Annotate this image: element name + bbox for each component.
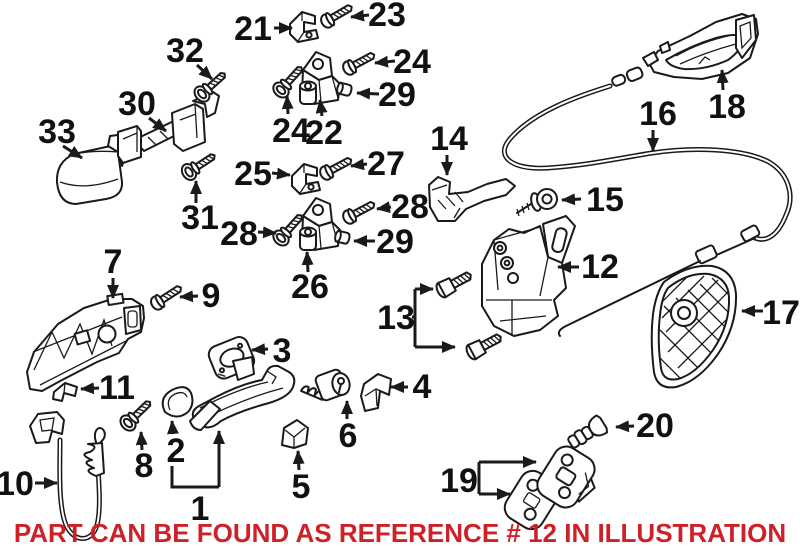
- part-label-15: 15: [586, 181, 624, 219]
- lock-rod: [557, 260, 701, 337]
- leader-arrow: [80, 382, 100, 395]
- leader-arrow: [62, 144, 83, 160]
- part-31-screw: [177, 147, 221, 184]
- part-4-cylinder-cap: [360, 373, 392, 412]
- leader-arrow: [374, 55, 396, 68]
- part-25-bracket: [291, 163, 321, 195]
- part-label-22: 22: [305, 114, 343, 152]
- part-label-7: 7: [104, 243, 123, 281]
- leader-arrow: [301, 251, 314, 273]
- part-label-4: 4: [413, 368, 432, 406]
- leader-arrow: [281, 95, 294, 115]
- part-17-seal-grille: [650, 264, 738, 389]
- leader-arrow: [315, 99, 328, 117]
- leader-arrow: [195, 63, 214, 81]
- part-28-screw-b: [339, 196, 379, 227]
- part-label-2: 2: [167, 432, 186, 470]
- part-label-24a: 24: [272, 112, 310, 150]
- part-label-28b: 28: [391, 188, 429, 226]
- part-label-25: 25: [234, 155, 272, 193]
- part-26-hinge: [299, 197, 341, 251]
- part-15-screw-grommet: [516, 188, 558, 217]
- part-21-bracket: [289, 11, 319, 43]
- part-label-17: 17: [762, 294, 800, 332]
- part-6-lock-cylinder: [300, 368, 351, 402]
- part-label-16: 16: [639, 95, 677, 133]
- part-label-3: 3: [273, 332, 292, 370]
- part-label-28a: 28: [220, 215, 258, 253]
- part-label-12: 12: [581, 248, 619, 286]
- part-27-screw: [316, 152, 356, 183]
- part-label-24b: 24: [393, 43, 431, 81]
- part-label-30: 30: [118, 85, 156, 123]
- part-label-8: 8: [135, 447, 154, 485]
- part-label-31: 31: [181, 199, 219, 237]
- part-label-29b: 29: [376, 223, 414, 261]
- leader-arrow: [167, 420, 179, 435]
- part-23-screw: [317, 0, 357, 31]
- part-20-striker-bolt: [567, 414, 608, 449]
- leader-arrow: [148, 116, 167, 133]
- leader-arrow: [251, 343, 269, 356]
- part-label-9: 9: [202, 277, 221, 315]
- leader-arrow: [350, 158, 368, 171]
- part-label-18: 18: [708, 88, 746, 126]
- part-18-interior-handle: [611, 13, 759, 87]
- leader-arrow: [179, 290, 199, 303]
- part-29-cap-a: [335, 81, 354, 98]
- leader-arrow: [615, 420, 635, 433]
- part-label-13: 13: [377, 299, 415, 337]
- leader-arrow: [257, 226, 277, 239]
- reference-caption: PART CAN BE FOUND AS REFERENCE # 12 IN I…: [14, 518, 786, 548]
- leader-arrow: [561, 193, 582, 206]
- leader-arrow: [356, 87, 380, 100]
- part-19-striker-plates: [503, 445, 596, 531]
- part-label-10: 10: [0, 465, 34, 503]
- leader-arrow: [350, 9, 370, 22]
- leader-arrow: [376, 201, 392, 214]
- part-label-26: 26: [291, 268, 329, 306]
- part-1-door-handle: [189, 356, 296, 431]
- part-5-cover: [281, 419, 309, 449]
- leader-arrow: [716, 69, 729, 91]
- part-label-11: 11: [99, 369, 135, 407]
- part-16-release-cable: [501, 83, 793, 265]
- part-14-bracket: [428, 176, 516, 222]
- part-label-27: 27: [367, 145, 405, 183]
- leader-arrows: [35, 9, 763, 500]
- part-label-33: 33: [38, 113, 76, 151]
- part-29-cap-b: [333, 229, 352, 246]
- part-label-19: 19: [440, 462, 478, 500]
- part-2-handle-cap: [161, 386, 194, 418]
- part-10-lock-cable: [29, 411, 106, 541]
- part-9-screw: [147, 280, 186, 313]
- leader-arrow: [135, 431, 148, 451]
- leader-arrow: [292, 450, 305, 471]
- part-7-handle-carrier: [26, 292, 145, 392]
- part-label-23: 23: [368, 0, 406, 34]
- part-13-bolt-b: [463, 328, 506, 363]
- part-label-29a: 29: [378, 76, 416, 114]
- bracket-line: [170, 466, 219, 489]
- part-label-6: 6: [339, 417, 358, 455]
- part-12-door-lock-actuator: [481, 215, 576, 337]
- leader-arrow: [271, 167, 291, 180]
- part-label-32: 32: [166, 32, 204, 70]
- part-label-21: 21: [234, 10, 272, 48]
- part-label-20: 20: [636, 407, 674, 445]
- part-13-bolt-a: [433, 266, 476, 301]
- part-labels: 1234567891011121314151617181920212223242…: [0, 0, 800, 528]
- part-label-14: 14: [430, 120, 468, 158]
- part-22-hinge: [299, 51, 341, 105]
- part-24-screw-b: [339, 47, 379, 78]
- part-label-5: 5: [292, 468, 311, 506]
- part-label-1: 1: [191, 490, 210, 528]
- part-11-clip: [52, 382, 78, 402]
